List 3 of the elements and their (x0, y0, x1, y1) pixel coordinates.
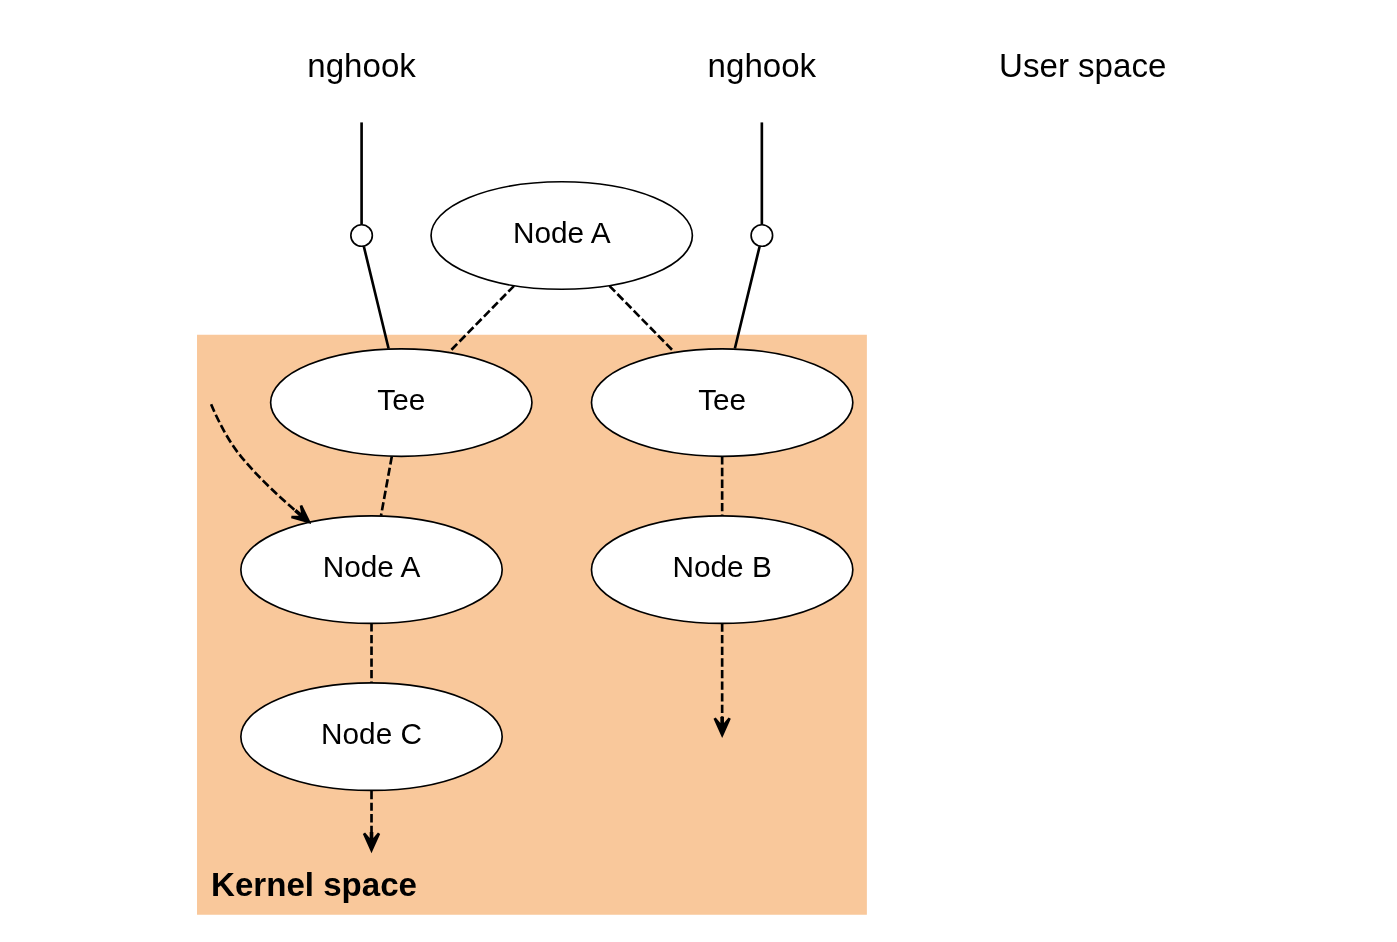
node-text: nghook (707, 46, 816, 84)
label: User space (998, 46, 1166, 84)
node-text: nghook (306, 46, 416, 84)
